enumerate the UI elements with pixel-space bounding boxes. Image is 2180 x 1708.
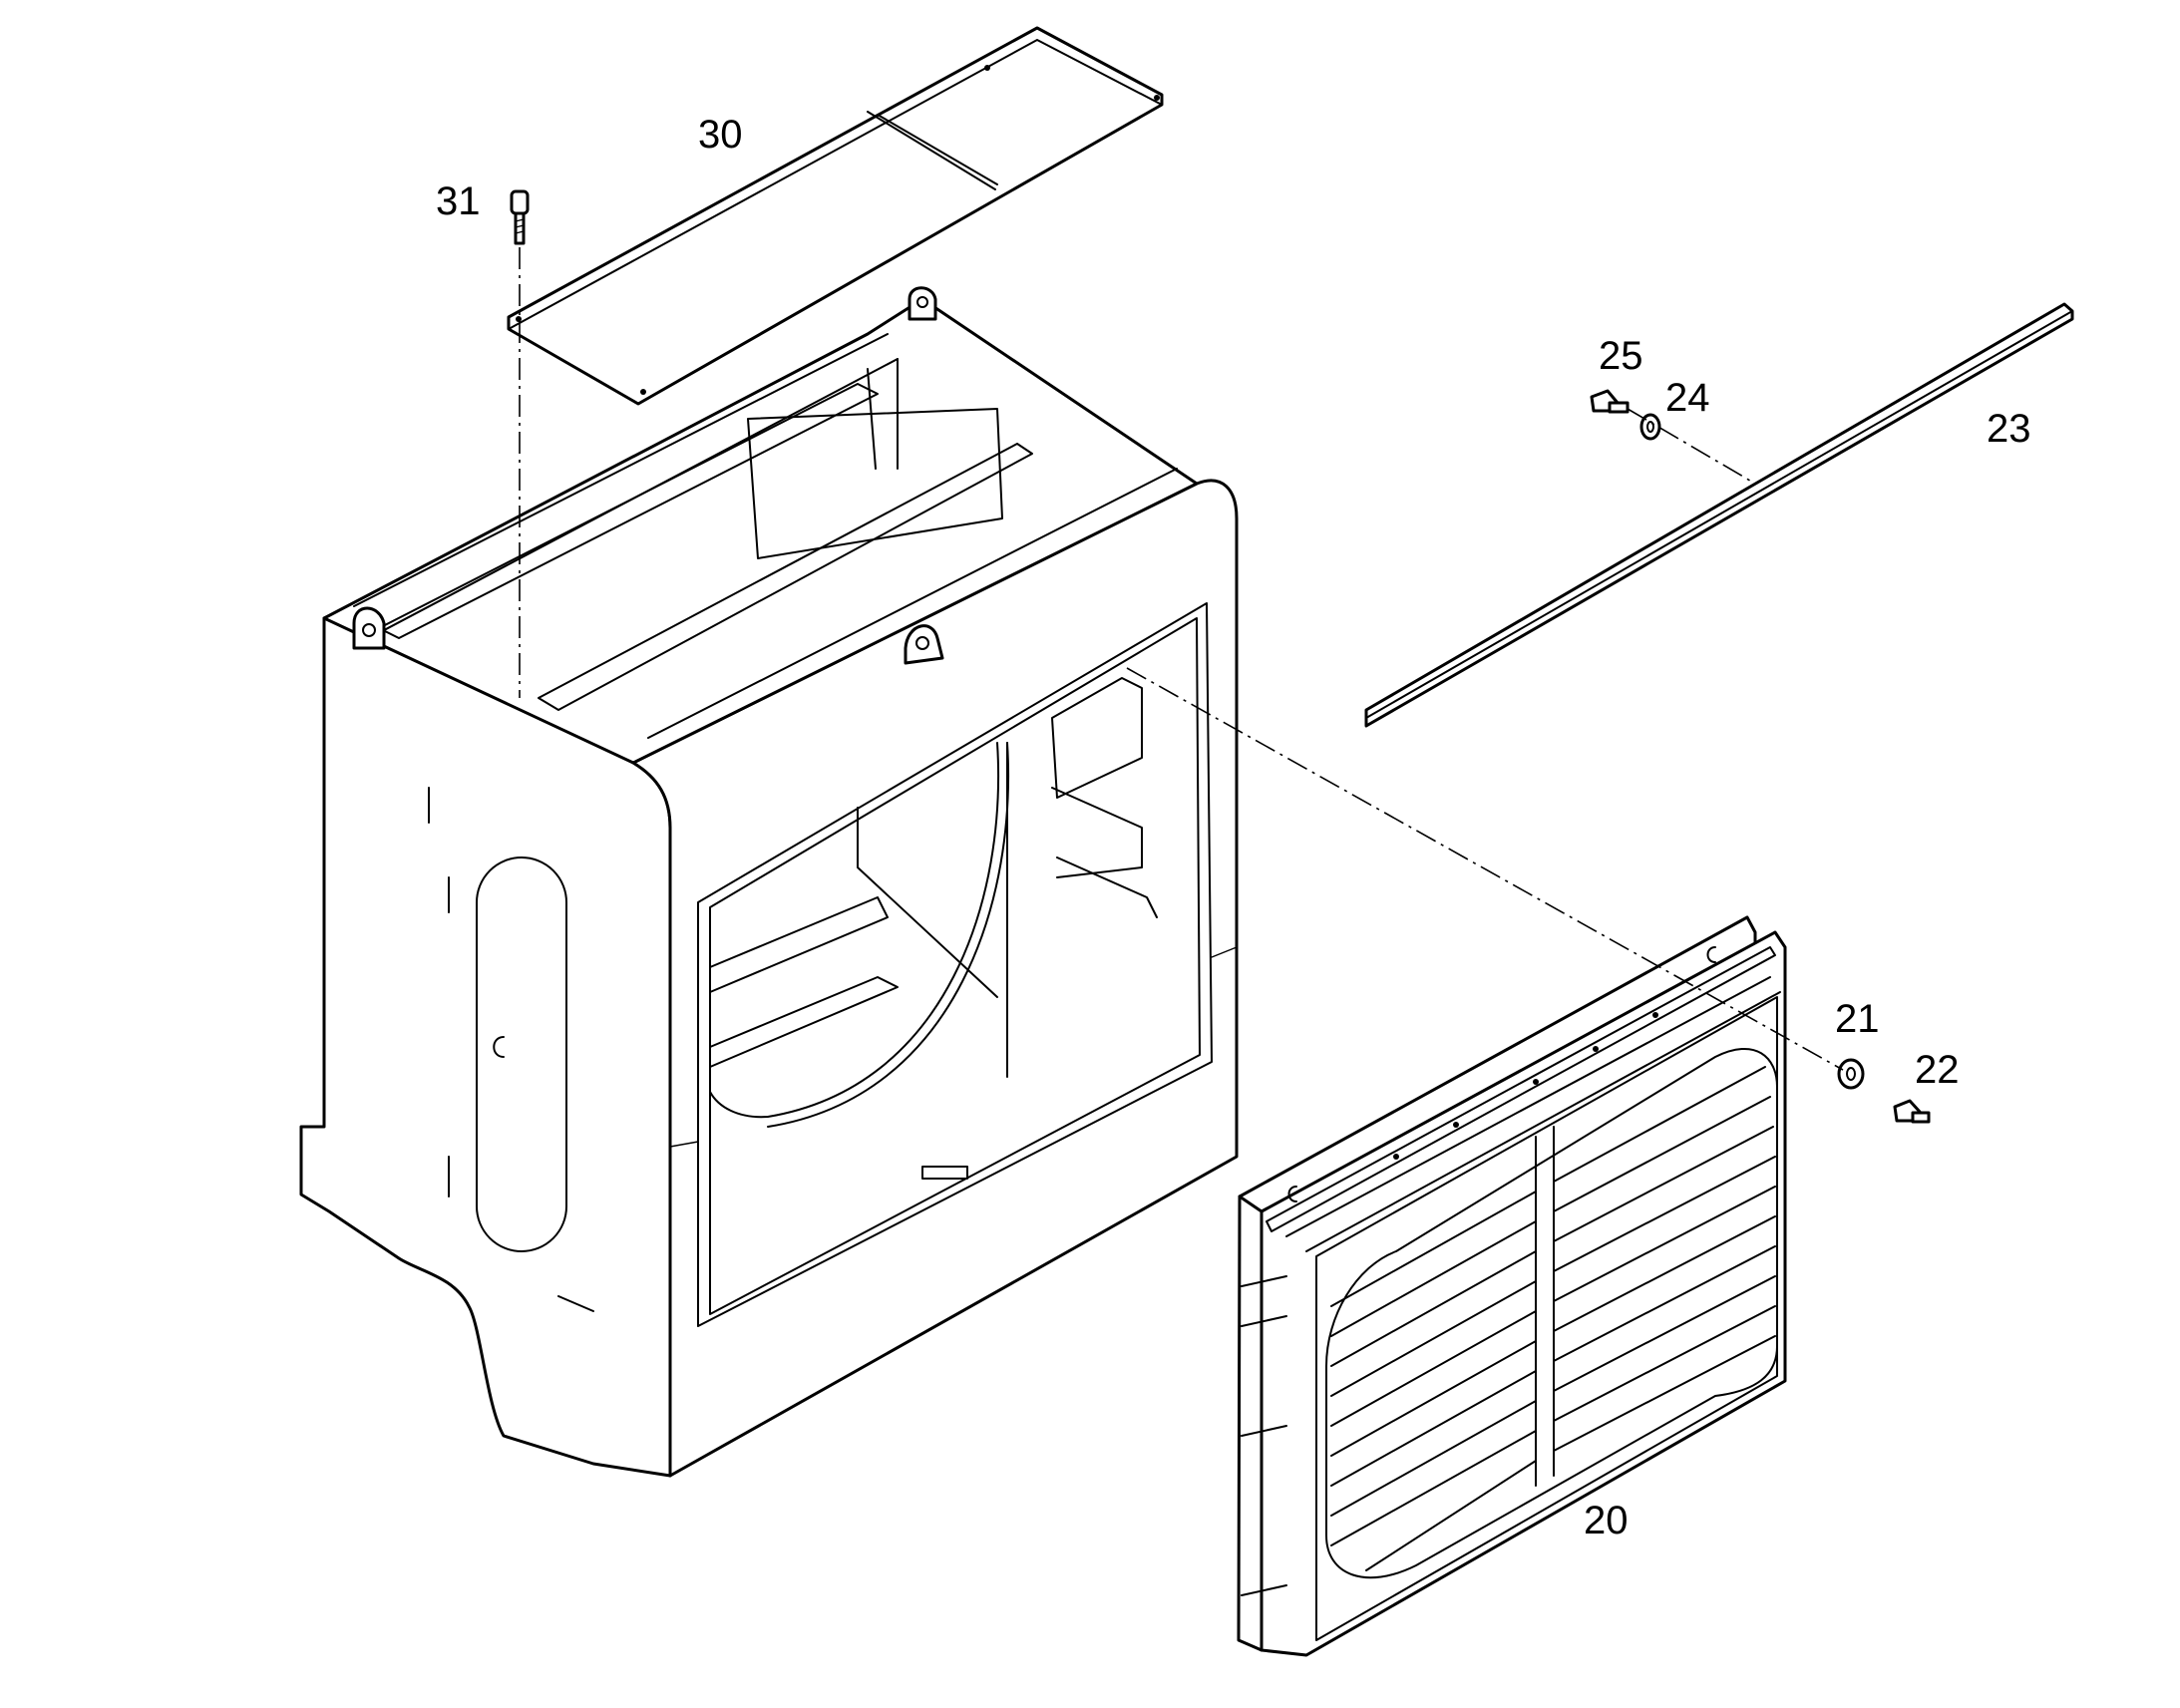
- callout-30: 30: [698, 113, 743, 157]
- callout-22: 22: [1915, 1048, 1960, 1092]
- main-housing: [299, 286, 1239, 1478]
- callout-31: 31: [436, 179, 481, 223]
- bolt-25-icon: [1590, 389, 1630, 414]
- louvre-grille-20: [1237, 915, 1787, 1657]
- housing-top-rail-right: [538, 443, 1033, 711]
- housing-front-face: [631, 479, 1239, 1478]
- callout-20: 20: [1584, 1499, 1629, 1542]
- louvre-blades: [1330, 1066, 1776, 1571]
- alignment-line-25-23: [1627, 408, 1756, 485]
- alignment-lines: [519, 247, 1844, 1071]
- side-access-window: [476, 856, 567, 1252]
- callouts: 30 31 25 24 23 21 22 20: [436, 113, 2031, 1542]
- grille-face: [1260, 930, 1787, 1657]
- lifting-eye-icon: [908, 286, 937, 321]
- housing-top-rail-left: [378, 383, 879, 639]
- top-cover-30: [507, 26, 1164, 406]
- screw-31-icon: [510, 189, 530, 245]
- callout-21: 21: [1835, 997, 1880, 1041]
- top-cover-panel: [507, 26, 1164, 406]
- rail-bar-23: [1364, 302, 2074, 728]
- housing-front-opening: [697, 602, 1213, 1327]
- lifting-eye-icon: [904, 624, 944, 665]
- alignment-line-housing-21: [1126, 667, 1844, 1071]
- lifting-eye-icon: [352, 606, 386, 650]
- callout-23: 23: [1987, 407, 2031, 451]
- washer-21-icon: [1837, 1058, 1865, 1090]
- callout-25: 25: [1599, 334, 1643, 378]
- housing-top-rim: [322, 297, 1199, 765]
- callout-24: 24: [1665, 376, 1710, 420]
- washer-24-icon: [1639, 413, 1661, 441]
- screw-22-icon: [1893, 1099, 1931, 1124]
